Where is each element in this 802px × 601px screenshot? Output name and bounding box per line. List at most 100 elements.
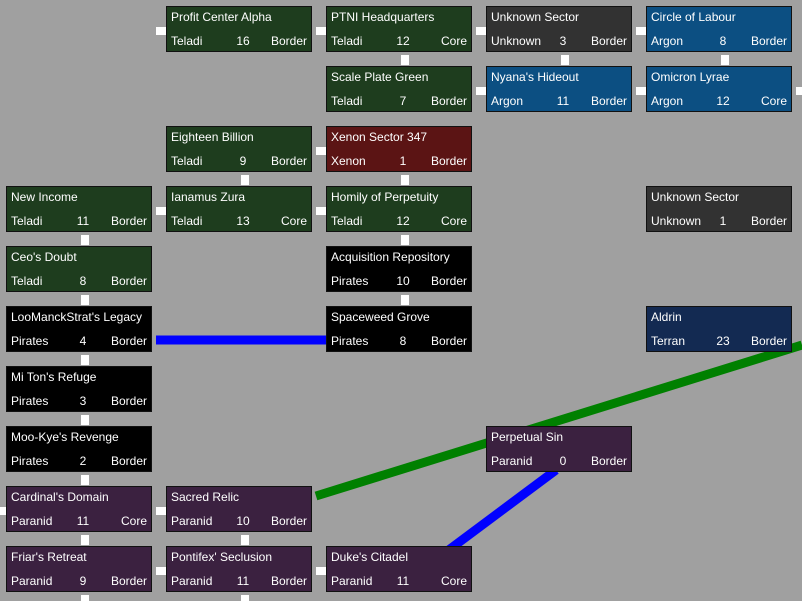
sector-name: Omicron Lyrae [651,70,730,84]
sector-name: Scale Plate Green [331,70,429,84]
sector-type: Border [430,94,467,108]
sector-type: Border [750,34,787,48]
sector-count: 12 [716,94,730,108]
sector-name: Homily of Perpetuity [331,190,439,204]
sector-spaceweed-grove[interactable]: Spaceweed Grove Pirates 8 Border [326,306,472,352]
sector-count: 11 [236,574,250,588]
sector-type: Core [280,214,307,228]
sector-name: New Income [11,190,78,204]
jump-link-blue [443,466,559,556]
sector-type: Border [110,214,147,228]
sector-race: Teladi [171,214,203,228]
sector-unknown-sector[interactable]: Unknown Sector Unknown 1 Border [646,186,792,232]
sector-cardinals-domain[interactable]: Cardinal's Domain Paranid 11 Core [6,486,152,532]
sector-race: Unknown [651,214,702,228]
sector-count: 9 [79,574,87,588]
sector-profit-center-alpha[interactable]: Profit Center Alpha Teladi 16 Border [166,6,312,52]
sector-race: Argon [491,94,524,108]
sector-race: Teladi [331,34,363,48]
sector-type: Border [270,34,307,48]
sector-race: Teladi [171,34,203,48]
sector-dukes-citadel[interactable]: Duke's Citadel Paranid 11 Core [326,546,472,592]
sector-type: Core [760,94,787,108]
sector-homily-of-perpetuity[interactable]: Homily of Perpetuity Teladi 12 Core [326,186,472,232]
sector-name: Aldrin [651,310,682,324]
sector-ianamus-zura[interactable]: Ianamus Zura Teladi 13 Core [166,186,312,232]
sector-ceos-doubt[interactable]: Ceo's Doubt Teladi 8 Border [6,246,152,292]
sector-race: Pirates [331,334,369,348]
sector-eighteen-billion[interactable]: Eighteen Billion Teladi 9 Border [166,126,312,172]
sector-race: Paranid [11,514,53,528]
sector-race: Pirates [11,334,49,348]
sector-type: Border [750,334,787,348]
sector-aldrin[interactable]: Aldrin Terran 23 Border [646,306,792,352]
sector-type: Border [590,34,627,48]
sector-type: Core [440,574,467,588]
sector-omicron-lyrae[interactable]: Omicron Lyrae Argon 12 Core [646,66,792,112]
sector-type: Border [110,454,147,468]
sector-unknown-sector[interactable]: Unknown Sector Unknown 3 Border [486,6,632,52]
sector-race: Teladi [331,94,363,108]
sector-type: Core [440,214,467,228]
sector-nyanas-hideout[interactable]: Nyana's Hideout Argon 11 Border [486,66,632,112]
sector-pontifex-seclusion[interactable]: Pontifex' Seclusion Paranid 11 Border [166,546,312,592]
sector-type: Border [430,154,467,168]
sector-count: 7 [399,94,407,108]
sector-mi-tons-refuge[interactable]: Mi Ton's Refuge Pirates 3 Border [6,366,152,412]
jump-link-green [314,340,802,501]
sector-count: 13 [236,214,250,228]
sector-name: Sacred Relic [171,490,240,504]
sector-name: LooManckStrat's Legacy [11,310,143,324]
sector-new-income[interactable]: New Income Teladi 11 Border [6,186,152,232]
sector-xenon-sector-347[interactable]: Xenon Sector 347 Xenon 1 Border [326,126,472,172]
sector-count: 10 [236,514,250,528]
sector-name: Eighteen Billion [171,130,254,144]
sector-name: Friar's Retreat [11,550,87,564]
sector-perpetual-sin[interactable]: Perpetual Sin Paranid 0 Border [486,426,632,472]
sector-count: 12 [396,214,410,228]
sector-race: Paranid [11,574,53,588]
sector-name: Mi Ton's Refuge [11,370,97,384]
sector-ptni-headquarters[interactable]: PTNI Headquarters Teladi 12 Core [326,6,472,52]
sector-name: Xenon Sector 347 [331,130,428,144]
gate-stubs [0,27,802,601]
sector-name: Circle of Labour [651,10,736,24]
sector-race: Paranid [331,574,373,588]
sector-type: Border [110,394,147,408]
sector-race: Teladi [171,154,203,168]
sector-type: Core [440,34,467,48]
sector-count: 4 [79,334,87,348]
sector-circle-of-labour[interactable]: Circle of Labour Argon 8 Border [646,6,792,52]
sector-type: Border [110,274,147,288]
sector-count: 11 [76,214,90,228]
sector-acquisition-repository[interactable]: Acquisition Repository Pirates 10 Border [326,246,472,292]
sector-count: 0 [559,454,567,468]
sector-name: Duke's Citadel [331,550,408,564]
sector-name: PTNI Headquarters [331,10,435,24]
sector-race: Teladi [331,214,363,228]
sector-name: Moo-Kye's Revenge [11,430,119,444]
sector-moo-kyes-revenge[interactable]: Moo-Kye's Revenge Pirates 2 Border [6,426,152,472]
sector-friars-retreat[interactable]: Friar's Retreat Paranid 9 Border [6,546,152,592]
sector-name: Acquisition Repository [331,250,450,264]
sector-count: 11 [76,514,90,528]
sector-sacred-relic[interactable]: Sacred Relic Paranid 10 Border [166,486,312,532]
sector-count: 10 [396,274,410,288]
sector-race: Unknown [491,34,542,48]
sector-count: 3 [79,394,87,408]
sector-loomanckstrats-legacy[interactable]: LooManckStrat's Legacy Pirates 4 Border [6,306,152,352]
sector-scale-plate-green[interactable]: Scale Plate Green Teladi 7 Border [326,66,472,112]
sector-name: Cardinal's Domain [11,490,109,504]
sector-name: Ceo's Doubt [11,250,77,264]
sector-race: Argon [651,34,684,48]
sector-race: Teladi [11,214,43,228]
sector-name: Profit Center Alpha [171,10,272,24]
sector-race: Paranid [491,454,533,468]
sector-count: 1 [399,154,407,168]
sector-type: Core [120,514,147,528]
sector-type: Border [590,454,627,468]
sector-race: Teladi [11,274,43,288]
sector-name: Unknown Sector [651,190,740,204]
sector-count: 8 [79,274,87,288]
